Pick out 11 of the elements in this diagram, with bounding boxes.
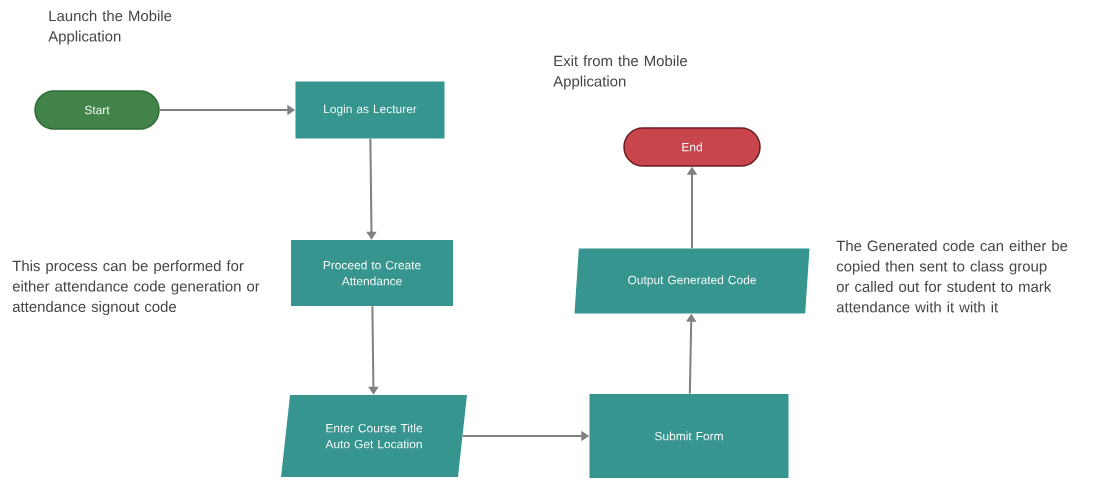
note-text: This process can be performed for either attendance code generation or attendance signout code [12, 260, 260, 315]
process-box: Proceed to Create Attendance [291, 240, 453, 306]
process-box: Submit Form [589, 394, 789, 478]
note-text: Exit from the Mobile Application [553, 55, 688, 90]
process-box: Login as Lecturer [295, 81, 445, 139]
input-parallelogram: Enter Course Title Auto Get Location [281, 395, 467, 477]
end-terminal: End [623, 127, 761, 167]
note-text: Launch the Mobile Application [48, 10, 172, 45]
note-text: The Generated code can either be copied then sent to class group or called out for student to mark attendance with it with it [836, 240, 1068, 313]
start-terminal: Start [34, 90, 160, 130]
output-parallelogram: Output Generated Code [574, 248, 810, 314]
